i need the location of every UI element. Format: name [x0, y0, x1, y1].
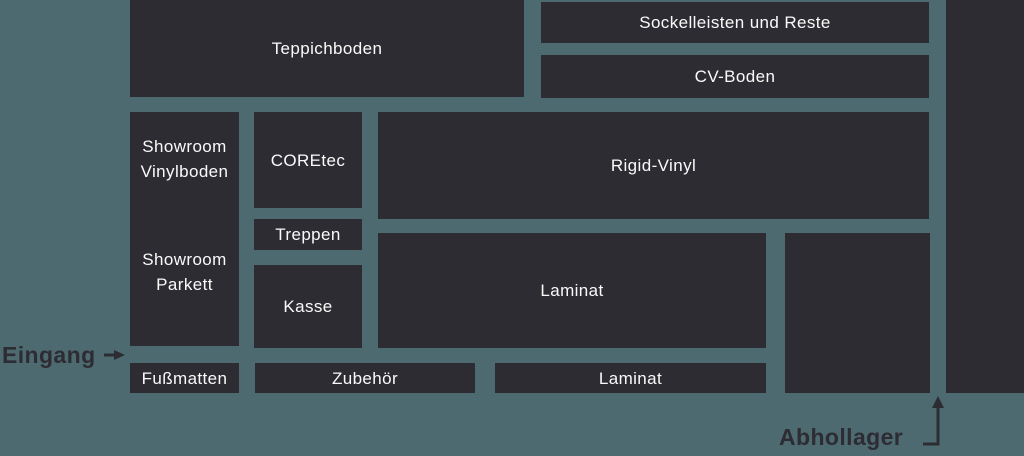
- zone-rigid-vinyl: Rigid-Vinyl: [378, 112, 929, 219]
- zone-laminat-main: Laminat: [378, 233, 766, 348]
- zone-zubehoer: Zubehör: [255, 363, 475, 393]
- zone-kasse-label: Kasse: [283, 297, 333, 316]
- zone-coretec: COREtec: [254, 112, 362, 208]
- zone-unlabeled-square: [785, 233, 930, 393]
- zone-laminat-front-label: Laminat: [598, 368, 663, 388]
- zone-showroom-vinylboden-label: Showroom Vinylboden: [140, 137, 229, 181]
- zone-fussmatten-label: Fußmatten: [141, 368, 228, 388]
- zone-coretec-label: COREtec: [270, 150, 346, 170]
- zone-cv-boden: CV-Boden: [541, 55, 929, 98]
- zone-treppen-label: Treppen: [275, 225, 341, 244]
- zone-showroom-parkett-label: Showroom Parkett: [142, 250, 227, 294]
- pickup-label: Abhollager: [779, 424, 904, 450]
- zone-cv-boden-label: CV-Boden: [694, 67, 776, 86]
- zone-sockelleisten: Sockelleisten und Reste: [541, 2, 929, 43]
- zone-fussmatten: Fußmatten: [130, 363, 239, 393]
- entrance-arrow-icon: [104, 350, 125, 360]
- entrance-label: Eingang: [2, 342, 96, 368]
- pickup-arrow-icon: [923, 396, 944, 446]
- zone-laminat-front: Laminat: [495, 363, 766, 393]
- zone-rigid-vinyl-label: Rigid-Vinyl: [610, 156, 697, 175]
- zone-showroom: Showroom Vinylboden Showroom Parkett: [130, 112, 239, 346]
- zone-unlabeled-right-column: [946, 0, 1024, 393]
- zone-teppichboden-label: Teppichboden: [271, 39, 383, 58]
- zone-sockelleisten-label: Sockelleisten und Reste: [639, 13, 831, 32]
- zone-laminat-main-label: Laminat: [540, 281, 604, 300]
- zone-teppichboden: Teppichboden: [130, 0, 524, 97]
- zone-zubehoer-label: Zubehör: [331, 368, 399, 388]
- zone-treppen: Treppen: [254, 219, 362, 250]
- zone-kasse: Kasse: [254, 265, 362, 348]
